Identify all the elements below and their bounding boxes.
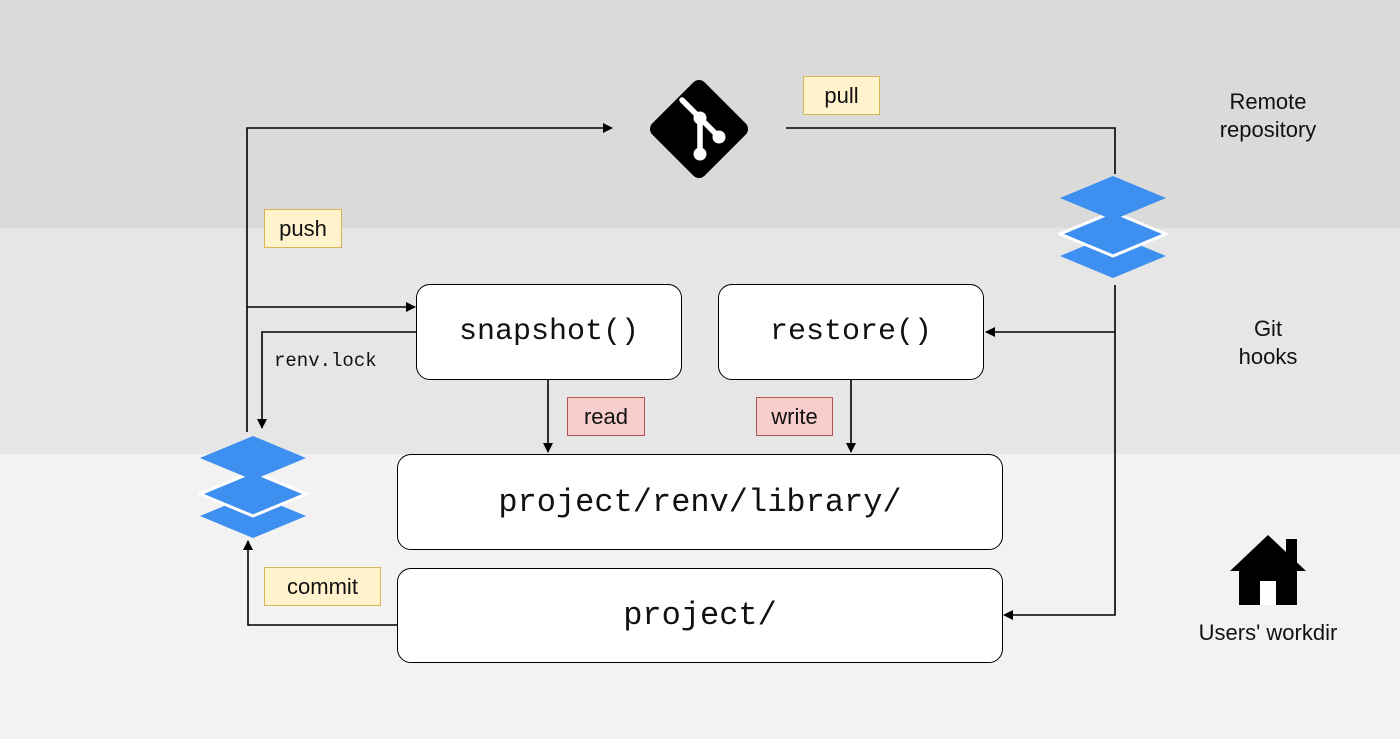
users-workdir-label: Users' workdir (1198, 620, 1338, 645)
pull-edge (786, 127, 1116, 174)
snapshot-function-box: snapshot() (416, 284, 682, 380)
remote-layers-icon (1056, 174, 1170, 287)
remote-to-project-edge (1003, 332, 1116, 620)
renv-lock-label: renv.lock (274, 350, 377, 372)
git-logo-icon (644, 74, 754, 189)
pull-tag: pull (803, 76, 880, 115)
renv-lock-edge (257, 331, 416, 429)
restore-label: restore() (769, 315, 933, 349)
snapshot-label: snapshot() (458, 315, 640, 349)
zone-hooks-background (0, 228, 1400, 454)
remote-repository-label: Remote repository (1180, 88, 1356, 144)
project-path-label: project/ (623, 597, 777, 634)
library-path-label: project/renv/library/ (498, 483, 902, 521)
project-path-box: project/ (397, 568, 1003, 663)
hooks-label-line2: hooks (1238, 344, 1298, 369)
push-tag: push (264, 209, 342, 248)
remote-to-restore-edge (985, 285, 1116, 337)
hooks-label-line1: Git (1253, 316, 1283, 341)
push-edge (246, 123, 613, 432)
remote-label-line2: repository (1219, 117, 1317, 142)
read-tag: read (567, 397, 645, 436)
library-path-box: project/renv/library/ (397, 454, 1003, 550)
remote-label-line1: Remote (1229, 89, 1307, 114)
write-tag: write (756, 397, 833, 436)
git-hooks-label: Git hooks (1180, 315, 1356, 371)
commit-tag: commit (264, 567, 381, 606)
house-icon (1229, 533, 1307, 612)
restore-function-box: restore() (718, 284, 984, 380)
commit-edge (243, 540, 398, 626)
local-layers-icon (196, 434, 310, 547)
